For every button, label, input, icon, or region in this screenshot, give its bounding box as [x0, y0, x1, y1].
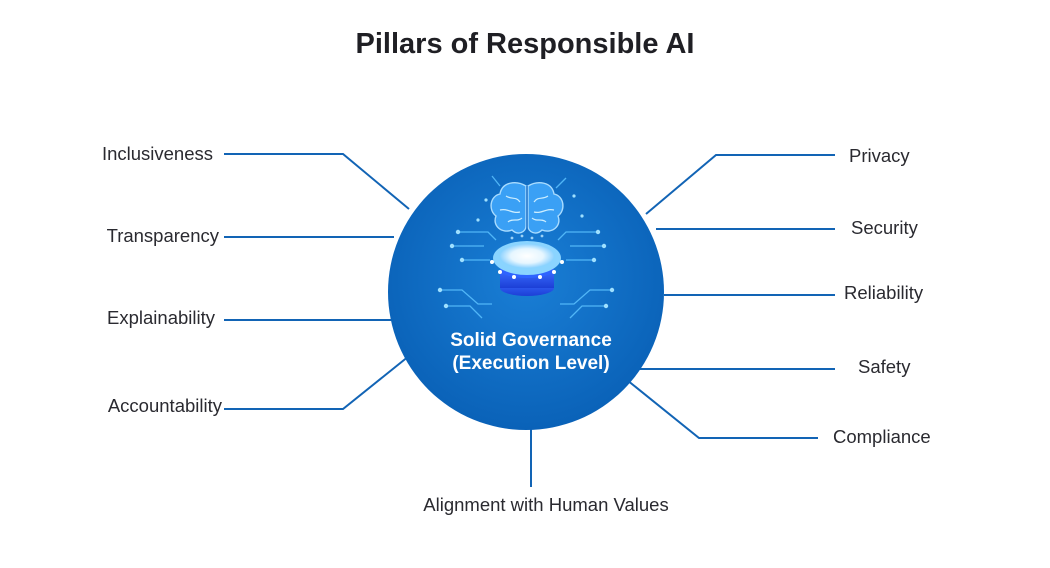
connector-compliance	[621, 375, 818, 439]
chip-platform-icon	[490, 241, 564, 296]
pillar-inclusiveness: Inclusiveness	[102, 143, 213, 164]
pillar-safety: Safety	[858, 356, 911, 377]
pillar-accountability: Accountability	[108, 395, 223, 416]
hub-title-line2: (Execution Level)	[452, 353, 609, 374]
connector-accountability	[224, 355, 410, 410]
pillar-alignment-with-human-values: Alignment with Human Values	[423, 494, 668, 515]
connector-inclusiveness	[224, 153, 410, 210]
pillar-privacy: Privacy	[849, 145, 910, 166]
circuit-nodes-icon	[437, 194, 615, 309]
governance-hub: Solid Governance (Execution Level)	[388, 154, 664, 430]
pillar-reliability: Reliability	[844, 282, 924, 303]
brain-icon	[490, 182, 564, 234]
pillar-compliance: Compliance	[833, 426, 931, 447]
hub-title-line1: Solid Governance	[450, 330, 612, 351]
pillar-security: Security	[851, 217, 919, 238]
pillar-transparency: Transparency	[107, 225, 220, 246]
diagram-title: Pillars of Responsible AI	[356, 28, 695, 60]
connector-privacy	[645, 154, 835, 215]
circuit-lines-icon	[440, 175, 612, 319]
pillar-explainability: Explainability	[107, 307, 216, 328]
